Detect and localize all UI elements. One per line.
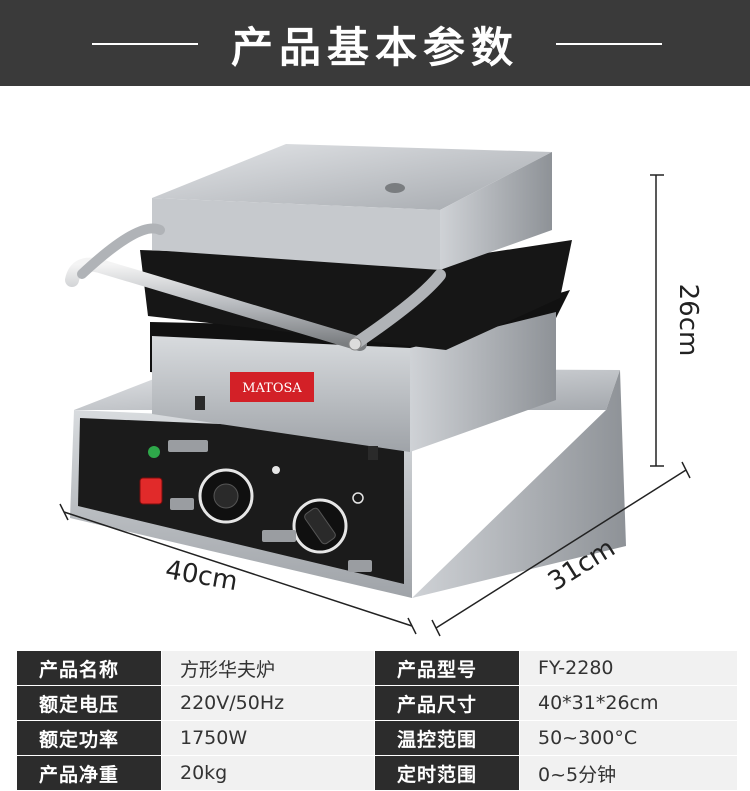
spec-value: 40*31*26cm <box>519 685 738 721</box>
spec-value: 0~5分钟 <box>519 755 738 791</box>
label-plate-right <box>348 560 372 572</box>
foot-right <box>368 446 378 460</box>
spec-value: FY-2280 <box>519 650 738 686</box>
lid-top <box>152 144 552 210</box>
table-row: 产品名称 方形华夫炉 产品型号 FY-2280 <box>16 650 738 686</box>
label-plate-left <box>170 498 194 510</box>
height-label: 26cm <box>673 284 703 357</box>
timer-knob[interactable] <box>303 507 337 546</box>
spec-table: 产品名称 方形华夫炉 产品型号 FY-2280 额定电压 220V/50Hz 产… <box>16 650 738 791</box>
spec-key: 产品型号 <box>374 650 520 686</box>
handle-arm-left <box>77 223 165 279</box>
label-plate-bottom <box>262 530 296 542</box>
thermometer-icon <box>272 466 280 474</box>
spec-value: 1750W <box>161 720 375 756</box>
power-switch[interactable] <box>139 477 163 505</box>
spec-value: 220V/50Hz <box>161 685 375 721</box>
upper-plate <box>140 240 572 350</box>
spec-value: 方形华夫炉 <box>161 650 375 686</box>
table-row: 产品净重 20kg 定时范围 0~5分钟 <box>16 755 738 791</box>
spec-key: 产品名称 <box>16 650 162 686</box>
banner-left-line <box>92 43 198 45</box>
lid-front <box>152 198 440 270</box>
width-dimension <box>59 503 417 635</box>
power-light-icon <box>148 446 160 458</box>
table-row: 额定功率 1750W 温控范围 50~300°C <box>16 720 738 756</box>
spec-key: 额定电压 <box>16 685 162 721</box>
temperature-knob[interactable] <box>213 483 239 509</box>
handle-screw <box>348 337 362 351</box>
label-plate-top <box>168 440 208 452</box>
table-row: 额定电压 220V/50Hz 产品尺寸 40*31*26cm <box>16 685 738 721</box>
spec-value: 20kg <box>161 755 375 791</box>
banner-right-line <box>556 43 662 45</box>
header-banner: 产品基本参数 <box>0 0 750 86</box>
height-dimension <box>650 174 664 467</box>
spec-key: 定时范围 <box>374 755 520 791</box>
spec-value: 50~300°C <box>519 720 738 756</box>
product-figure: MATOSA 26cm 40cm 31cm <box>59 144 703 637</box>
spec-key: 产品尺寸 <box>374 685 520 721</box>
spec-key: 温控范围 <box>374 720 520 756</box>
spec-key: 产品净重 <box>16 755 162 791</box>
width-label: 40cm <box>163 555 240 597</box>
spec-key: 额定功率 <box>16 720 162 756</box>
lid-knob <box>385 183 405 193</box>
page-title: 产品基本参数 <box>230 23 519 72</box>
handle-bar <box>65 257 367 351</box>
brand-logo: MATOSA <box>242 381 302 396</box>
brand-logo-plate <box>230 372 314 402</box>
handle-arm-right <box>349 269 446 350</box>
stopwatch-icon <box>352 492 364 504</box>
lid-side <box>440 152 552 270</box>
foot-left <box>195 396 205 410</box>
depth-dimension <box>431 461 691 637</box>
